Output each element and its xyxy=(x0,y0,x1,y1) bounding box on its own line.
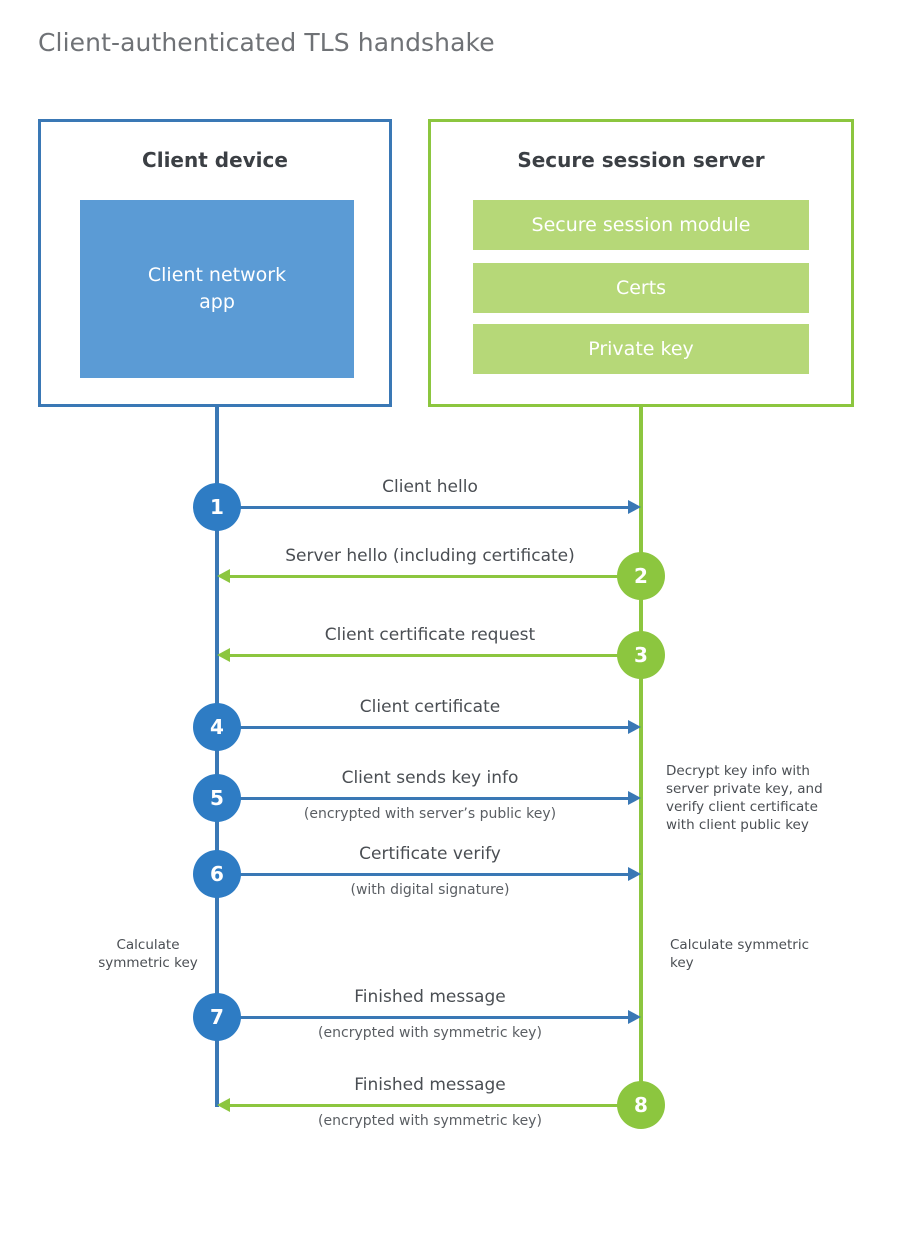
message-line xyxy=(217,506,632,509)
message-label: Server hello (including certificate) xyxy=(285,546,575,566)
note-server-decrypt: Decrypt key info with server private key… xyxy=(666,763,823,833)
message-line xyxy=(226,654,641,657)
step-circle-4[interactable]: 4 xyxy=(193,703,241,751)
message-label: Finished message xyxy=(354,1075,506,1095)
arrow-right-icon xyxy=(628,500,641,514)
server-component-label: Private key xyxy=(588,338,694,360)
step-circle-1[interactable]: 1 xyxy=(193,483,241,531)
message-line xyxy=(226,575,641,578)
step-number: 2 xyxy=(634,564,648,588)
step-circle-2[interactable]: 2 xyxy=(617,552,665,600)
message-line xyxy=(217,726,632,729)
message-label: Client sends key info xyxy=(341,768,519,788)
step-number: 6 xyxy=(210,862,224,886)
secure-session-server-box: Secure session server Secure session mod… xyxy=(428,119,854,407)
server-component-label: Certs xyxy=(615,277,667,299)
note-server-calculate-symmetric-key: Calculate symmetric key xyxy=(670,937,809,971)
arrow-right-icon xyxy=(628,791,641,805)
arrow-left-icon xyxy=(217,1098,230,1112)
message-sublabel: (encrypted with symmetric key) xyxy=(318,1113,542,1129)
server-component-secure-session-module: Secure session module xyxy=(473,200,809,250)
step-number: 3 xyxy=(634,643,648,667)
message-line xyxy=(217,1016,632,1019)
client-lifeline xyxy=(215,404,219,1107)
message-label: Certificate verify xyxy=(359,844,501,864)
server-component-label: Secure session module xyxy=(531,214,751,236)
message-sublabel: (with digital signature) xyxy=(350,882,510,898)
step-number: 1 xyxy=(210,495,224,519)
message-sublabel: (encrypted with symmetric key) xyxy=(318,1025,542,1041)
message-label: Client certificate xyxy=(359,697,501,717)
arrow-right-icon xyxy=(628,720,641,734)
step-circle-7[interactable]: 7 xyxy=(193,993,241,1041)
note-client-calculate-symmetric-key: Calculate symmetric key xyxy=(98,937,198,971)
server-component-certs: Certs xyxy=(473,263,809,313)
secure-session-server-title: Secure session server xyxy=(517,148,765,172)
step-number: 5 xyxy=(210,786,224,810)
message-line xyxy=(217,797,632,800)
message-label: Client certificate request xyxy=(324,625,536,645)
step-number: 7 xyxy=(210,1005,224,1029)
page-title: Client-authenticated TLS handshake xyxy=(38,28,495,57)
step-number: 4 xyxy=(210,715,224,739)
arrow-left-icon xyxy=(217,569,230,583)
arrow-right-icon xyxy=(628,867,641,881)
message-sublabel: (encrypted with server’s public key) xyxy=(303,806,557,822)
message-label: Client hello xyxy=(382,477,478,497)
client-device-title: Client device xyxy=(142,148,288,172)
arrow-left-icon xyxy=(217,648,230,662)
step-circle-8[interactable]: 8 xyxy=(617,1081,665,1129)
step-number: 8 xyxy=(634,1093,648,1117)
step-circle-6[interactable]: 6 xyxy=(193,850,241,898)
step-circle-5[interactable]: 5 xyxy=(193,774,241,822)
message-line xyxy=(226,1104,641,1107)
message-label: Finished message xyxy=(354,987,506,1007)
arrow-right-icon xyxy=(628,1010,641,1024)
server-lifeline xyxy=(639,404,643,1107)
message-line xyxy=(217,873,632,876)
step-circle-3[interactable]: 3 xyxy=(617,631,665,679)
server-component-private-key: Private key xyxy=(473,324,809,374)
